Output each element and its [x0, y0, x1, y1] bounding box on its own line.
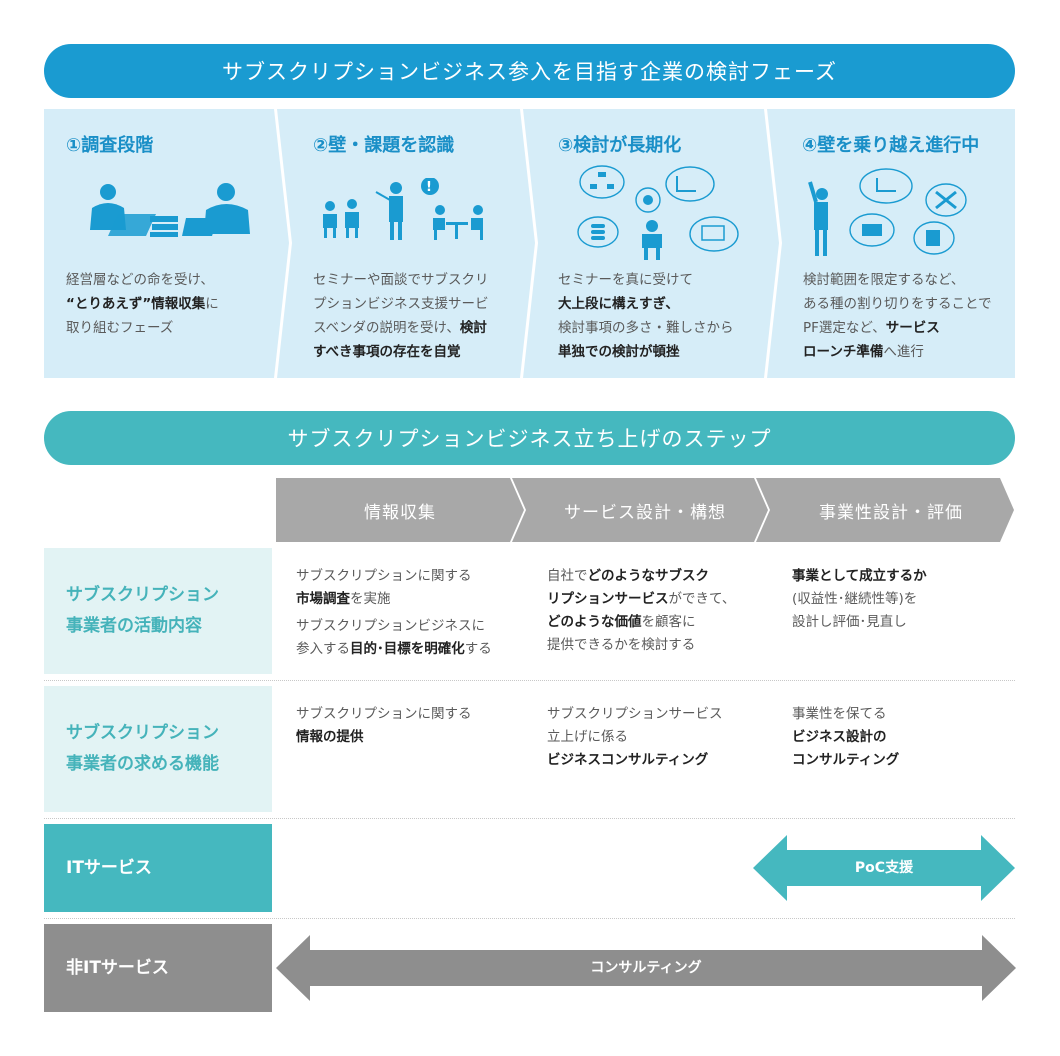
activity-row-label: サブスクリプション事業者の活動内容 — [44, 548, 272, 674]
it-service-row-label: ITサービス — [44, 824, 272, 912]
needs-row-label: サブスクリプション事業者の求める機能 — [44, 686, 272, 812]
phase-desc-4: 検討範囲を限定するなど、 ある種の割り切りをすることで PF選定など、サービス … — [803, 272, 992, 360]
phase-panels — [44, 109, 1015, 378]
phase-title-3: ③検討が長期化 — [558, 135, 682, 156]
phase-desc-2: セミナーや面談でサブスクリ プションビジネス支援サービ スベンダの説明を受け、検… — [313, 272, 489, 360]
phase-panel-2 — [277, 109, 535, 378]
phase-title-2: ②壁・課題を認識 — [313, 135, 455, 156]
phase-title-4: ④壁を乗り越え進行中 — [802, 135, 980, 156]
consulting-label: コンサルティング — [590, 960, 702, 976]
overwhelmed-person-icon — [577, 165, 739, 260]
non-it-service-row-label: 非ITサービス — [44, 924, 272, 1012]
steps-section-header: サブスクリプションビジネス立ち上げのステップ — [44, 411, 1015, 465]
step-label-2: サービス設計・構想 — [564, 502, 726, 523]
step-chevron-3 — [756, 478, 1014, 542]
row-divider — [44, 680, 1015, 681]
needs-cell-3: 事業性を保てる ビジネス設計の コンサルティング — [792, 706, 900, 768]
activity-cell-1: サブスクリプションに関する 市場調査を実施 サブスクリプションビジネスに 参入す… — [296, 568, 492, 657]
needs-cell-2: サブスクリプションサービス 立上げに係る ビジネスコンサルティング — [547, 706, 723, 768]
phase-panel-1 — [44, 109, 289, 378]
activity-cell-2: 自社でどのようなサブスク リプションサービスができて、 どのような価値を顧客に … — [547, 568, 736, 653]
row-divider — [44, 918, 1015, 919]
phase-panel-4 — [767, 109, 1015, 378]
needs-cell-1: サブスクリプションに関する 情報の提供 — [296, 706, 472, 745]
consulting-double-arrow — [276, 935, 1016, 1001]
svg-text:!: ! — [426, 180, 432, 195]
phase-desc-3: セミナーを真に受けて 大上段に構えすぎ、 検討事項の多さ・難しさから 単独での検… — [558, 272, 734, 360]
poc-label: PoC支援 — [854, 860, 914, 876]
row-divider — [44, 818, 1015, 819]
step-chevrons — [276, 478, 1014, 542]
research-people-icon — [90, 183, 250, 237]
step-chevron-2 — [512, 478, 768, 542]
step-label-1: 情報収集 — [364, 502, 436, 523]
poc-double-arrow — [753, 835, 1015, 901]
activity-cell-3: 事業として成立するか (収益性･継続性等)を 設計し評価･見直し — [792, 568, 927, 630]
seminar-meeting-icon: ! — [323, 178, 483, 240]
step-label-3: 事業性設計・評価 — [819, 502, 963, 523]
phase-title-1: ①調査段階 — [66, 135, 154, 156]
breakthrough-person-icon — [808, 168, 967, 256]
phase-desc-1: 経営層などの命を受け、 “とりあえず”情報収集に 取り組むフェーズ — [66, 272, 219, 336]
phase-section-header: サブスクリプションビジネス参入を目指す企業の検討フェーズ — [44, 44, 1015, 98]
step-chevron-1 — [276, 478, 524, 542]
